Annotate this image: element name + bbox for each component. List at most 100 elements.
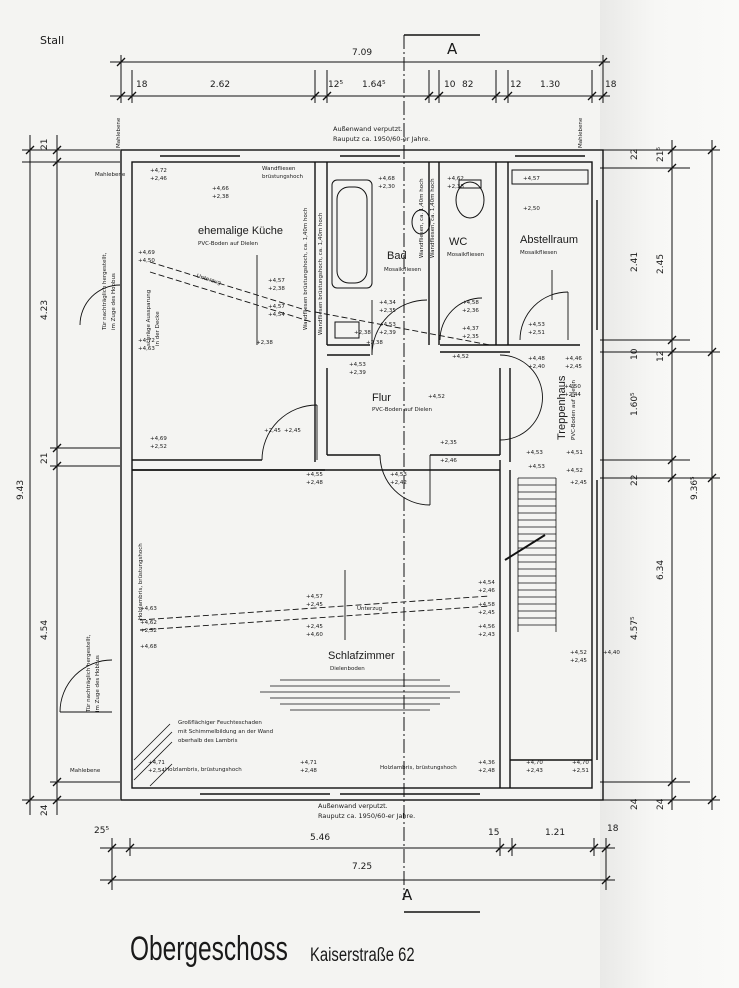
note-beam-bedroom: Unterzug bbox=[357, 606, 383, 612]
note-tiles-kitchen-wall: Wandfliesen brüstungshoch, ca. 1,40m hoc… bbox=[303, 207, 309, 330]
level-value: +4,40 bbox=[603, 650, 620, 656]
note-damp-1: Großflächiger Feuchteschaden bbox=[178, 720, 262, 726]
level-value: +2,45 bbox=[264, 428, 281, 434]
note-wall-bottom-2: Rauputz ca. 1950/60-er Jahre. bbox=[318, 812, 416, 820]
dim-top-part: 2.62 bbox=[210, 80, 231, 90]
level-value: +2,45 bbox=[570, 480, 587, 486]
dim-left-part: 21 bbox=[40, 452, 50, 464]
level-value: +4,56 bbox=[478, 624, 495, 630]
level-value: +4,71 bbox=[148, 760, 165, 766]
level-value: +4,52 bbox=[452, 354, 469, 360]
level-value: +2,38 bbox=[268, 286, 285, 292]
top-dimension-lines bbox=[110, 55, 610, 103]
level-value: +4,57 bbox=[523, 176, 540, 182]
dim-bottom-part: 18 bbox=[607, 824, 619, 834]
dim-top-part: 82 bbox=[462, 80, 474, 90]
dim-bottom-part: 15 bbox=[488, 828, 500, 838]
dim-bottom-part: 25⁵ bbox=[94, 826, 110, 836]
level-value: +2,39 bbox=[379, 330, 396, 336]
level-value: +4,69 bbox=[138, 250, 155, 256]
room-floor-hall: PVC-Boden auf Dielen bbox=[372, 407, 433, 413]
level-value: +2,35 bbox=[462, 334, 479, 340]
level-value: +2,48 bbox=[306, 480, 323, 486]
level-value: +2,36 bbox=[462, 308, 479, 314]
level-value: +2,38 bbox=[366, 340, 383, 346]
level-value: +2,52 bbox=[150, 444, 167, 450]
dim-top-part: 18 bbox=[136, 80, 148, 90]
level-value: +4,34 bbox=[379, 300, 396, 306]
level-value: +2,46 bbox=[440, 458, 457, 464]
level-value: +2,46 bbox=[150, 176, 167, 182]
level-value: +2,45 bbox=[284, 428, 301, 434]
level-value: +2,39 bbox=[349, 370, 366, 376]
level-value: +2,30 bbox=[378, 184, 395, 190]
level-value: +4,72 bbox=[150, 168, 167, 174]
level-value: +4,53 bbox=[349, 362, 366, 368]
level-value: +2,38 bbox=[354, 330, 371, 336]
level-value: +2,35 bbox=[379, 308, 396, 314]
level-value: +2,35 bbox=[440, 440, 457, 446]
dim-bottom-part: 5.46 bbox=[310, 833, 331, 843]
dim-top-overall: 7.09 bbox=[352, 48, 373, 58]
level-value: +4,72 bbox=[138, 338, 155, 344]
level-value: +4,53 bbox=[526, 450, 543, 456]
level-value: +4,53 bbox=[528, 464, 545, 470]
dim-top-part: 10 bbox=[444, 80, 456, 90]
level-value: +4,63 bbox=[140, 606, 157, 612]
level-value: +2,50 bbox=[523, 206, 540, 212]
dim-right-inner: 24 bbox=[630, 798, 640, 810]
level-value: +4,57 bbox=[306, 594, 323, 600]
level-value: +4,53 bbox=[379, 322, 396, 328]
level-value: +4,46 bbox=[565, 356, 582, 362]
level-value: +4,70 bbox=[572, 760, 589, 766]
note-wall-marker-top-right: Mahlebene bbox=[578, 117, 584, 148]
room-name-storage: Abstellraum bbox=[520, 234, 579, 246]
dim-top-part: 12⁵ bbox=[328, 80, 344, 90]
note-tiles-wc: Wandfliesen, ca. 1,40m hoch bbox=[430, 178, 436, 258]
section-marker-top: A bbox=[447, 40, 458, 58]
note-slanted-2: in der Decke bbox=[155, 311, 161, 346]
level-value: +4,50 bbox=[564, 384, 581, 390]
section-marker-bottom: A bbox=[402, 886, 413, 904]
level-value: +4,52 bbox=[570, 650, 587, 656]
level-value: +4,62 bbox=[447, 176, 464, 182]
level-value: +4,57 bbox=[268, 304, 285, 310]
level-value: +4,68 bbox=[140, 644, 157, 650]
level-value: +4,36 bbox=[478, 760, 495, 766]
span-arrows bbox=[256, 255, 553, 640]
dim-top-part: 1.64⁵ bbox=[362, 80, 386, 90]
dim-right-outer: 12 bbox=[656, 350, 666, 362]
room-name-bath: Bad bbox=[387, 250, 407, 262]
note-tiles-bath-wall2: Wandfliesen, ca. 1,40m hoch bbox=[419, 178, 425, 258]
room-floor-kitchen: PVC-Boden auf Dielen bbox=[198, 241, 259, 247]
left-dimension-lines bbox=[22, 135, 120, 815]
level-value: +2,54 bbox=[148, 768, 165, 774]
level-value: +2,44 bbox=[564, 392, 581, 398]
level-value: +2,46 bbox=[478, 588, 495, 594]
dim-top-part: 18 bbox=[605, 80, 617, 90]
level-value: +2,45 bbox=[306, 602, 323, 608]
note-door-later-top-2: im Zuge des Hobbus bbox=[111, 273, 117, 330]
level-value: +4,68 bbox=[378, 176, 395, 182]
dim-right-outer: 24 bbox=[656, 798, 666, 810]
note-wall-marker-top: Mahlebene bbox=[116, 117, 122, 148]
dim-right-inner: 2.41 bbox=[630, 251, 640, 272]
room-name-bedroom: Schlafzimmer bbox=[328, 650, 395, 662]
level-value: +2,38 bbox=[447, 184, 464, 190]
damp-hatch bbox=[133, 723, 173, 787]
beam-lines bbox=[139, 261, 491, 631]
level-value: +2,45 bbox=[570, 658, 587, 664]
dim-right-outer: 2.45 bbox=[656, 253, 666, 274]
dim-left-overall: 9.43 bbox=[16, 479, 26, 500]
dim-right-overall: 9.36⁵ bbox=[690, 476, 700, 500]
dim-right-inner: 22 bbox=[630, 148, 640, 160]
level-value: +4,57 bbox=[268, 278, 285, 284]
level-value: +4,52 bbox=[566, 468, 583, 474]
note-wall-bottom-1: Außenwand verputzt. bbox=[318, 802, 388, 810]
level-value: +4,54 bbox=[268, 312, 285, 318]
level-value: +2,48 bbox=[300, 768, 317, 774]
note-door-later-bottom-2: im Zuge des Hobbus bbox=[95, 655, 101, 712]
page-title: Obergeschoss bbox=[130, 930, 288, 968]
level-value: +4,55 bbox=[306, 472, 323, 478]
corner-label: Stall bbox=[40, 34, 65, 47]
